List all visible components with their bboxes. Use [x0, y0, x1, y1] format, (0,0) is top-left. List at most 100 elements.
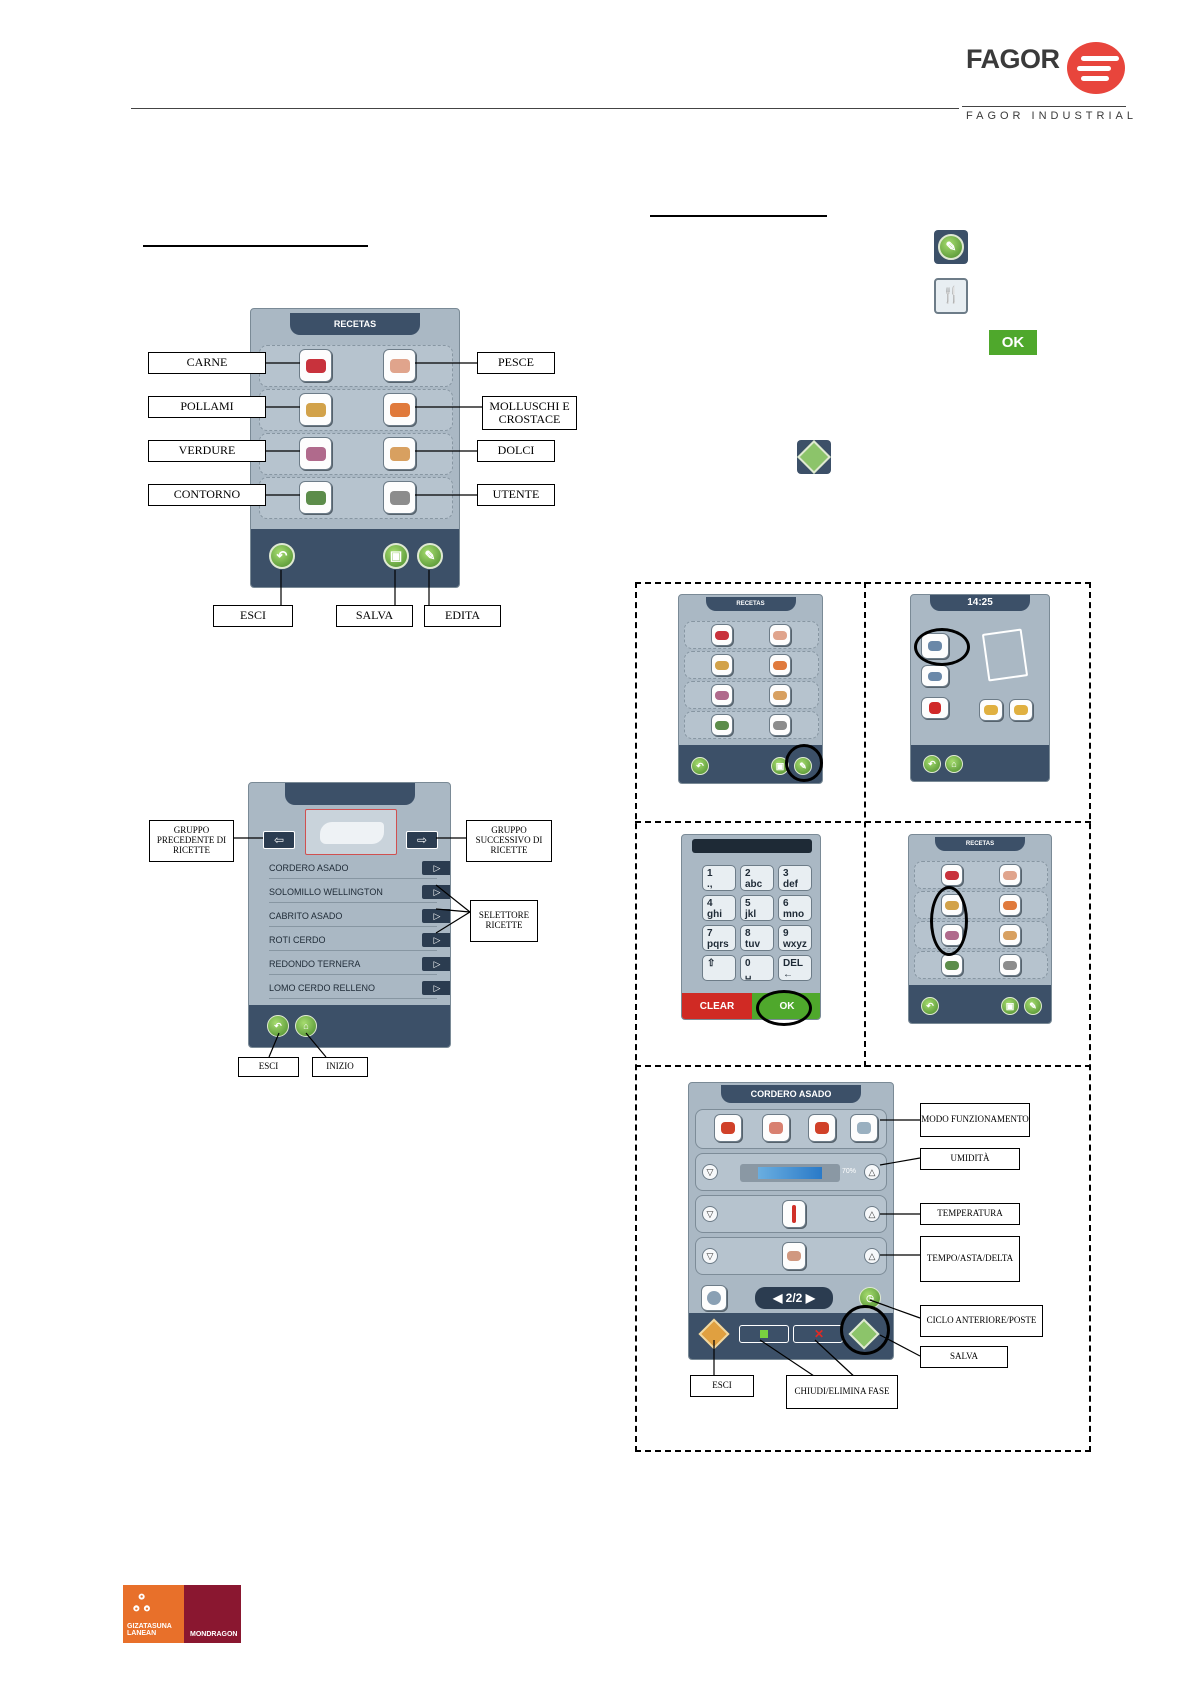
recipe-select-button[interactable]: ▷ [422, 933, 450, 947]
keypad-key[interactable]: DEL← [778, 955, 812, 981]
home-icon: ⌂ [303, 1021, 309, 1031]
mode-convection-button[interactable] [714, 1114, 742, 1142]
exit-button[interactable]: ↶ [691, 757, 709, 775]
mode-combi-button[interactable] [762, 1114, 790, 1142]
back-arrow-icon: ↶ [926, 1000, 934, 1011]
sides-category-button[interactable] [299, 481, 332, 514]
next-group-button[interactable]: ⇨ [406, 831, 438, 849]
key-secondary: ␣ [745, 969, 752, 980]
meat-category-button[interactable] [711, 624, 733, 646]
seafood-category-button[interactable] [769, 654, 791, 676]
user-category-button[interactable] [999, 954, 1021, 976]
clear-button[interactable]: CLEAR [682, 993, 752, 1019]
back-arrow-icon: ↶ [928, 758, 936, 769]
desserts-category-button[interactable] [999, 924, 1021, 946]
recipe-select-button[interactable]: ▷ [422, 909, 450, 923]
folder-open-button[interactable] [979, 699, 1003, 721]
mode-regen-button[interactable] [808, 1114, 836, 1142]
save-button[interactable]: ▣ [383, 543, 409, 569]
edit-button[interactable]: ✎ [417, 543, 443, 569]
key-secondary: wxyz [783, 939, 807, 950]
save-button[interactable]: ▣ [1001, 997, 1019, 1015]
humidity-down-button[interactable]: ▽ [702, 1164, 718, 1180]
fish-category-button[interactable] [769, 624, 791, 646]
label-inizio: INIZIO [312, 1057, 368, 1077]
text-entry-field[interactable] [692, 839, 812, 853]
mode-steam-button[interactable] [850, 1114, 878, 1142]
fish-category-button[interactable] [383, 349, 416, 382]
sides-category-button[interactable] [711, 714, 733, 736]
recipe-select-button[interactable]: ▷ [422, 885, 450, 899]
keypad-key[interactable]: ⇧ [702, 955, 736, 981]
arrow-right-icon: ⇨ [416, 833, 428, 847]
edit-button[interactable]: ✎ [1024, 997, 1042, 1015]
time-up-button[interactable]: △ [864, 1248, 880, 1264]
desserts-category-button[interactable] [769, 684, 791, 706]
recipe-list-row[interactable]: REDONDO TERNERA▷ [269, 953, 450, 975]
recipe-list-row[interactable]: CORDERO ASADO▷ [269, 857, 450, 879]
vegetables-category-button[interactable] [299, 437, 332, 470]
vegetables-category-button[interactable] [711, 684, 733, 706]
home-button[interactable]: ⌂ [945, 755, 963, 773]
label-temperature: TEMPERATURA [920, 1203, 1020, 1225]
recipe-row [684, 681, 819, 709]
exit-button[interactable]: ↶ [269, 543, 295, 569]
prev-group-button[interactable]: ⇦ [263, 831, 295, 849]
prev-phase-button[interactable]: ◀ [773, 1291, 783, 1305]
seafood-category-button[interactable] [999, 894, 1021, 916]
exit-button[interactable]: ↶ [921, 997, 939, 1015]
arrow-left-icon: ⇦ [273, 833, 285, 847]
probe-display [782, 1242, 806, 1270]
meat-category-button[interactable] [941, 864, 963, 886]
temperature-down-button[interactable]: ▽ [702, 1206, 718, 1222]
label-salva: SALVA [336, 605, 413, 627]
poultry-category-button[interactable] [299, 393, 332, 426]
logo-left-text: GIZATASUNA LANEAN [127, 1623, 172, 1637]
next-phase-button[interactable]: ▶ [805, 1291, 815, 1305]
back-arrow-icon: ↶ [696, 760, 704, 771]
fagor-logo-text: FAGOR [966, 44, 1060, 74]
temperature-up-button[interactable]: △ [864, 1206, 880, 1222]
pie-icon [389, 446, 410, 461]
desserts-category-button[interactable] [383, 437, 416, 470]
meat-category-button[interactable] [299, 349, 332, 382]
key-secondary: pqrs [707, 939, 729, 950]
recipe-list-row[interactable]: SOLOMILLO WELLINGTON▷ [269, 881, 450, 903]
recipe-list-row[interactable]: LOMO CERDO RELLENO▷ [269, 977, 450, 999]
home-button[interactable]: ⌂ [295, 1015, 317, 1037]
recipe-row [259, 345, 453, 387]
user-category-button[interactable] [383, 481, 416, 514]
meat-icon [305, 358, 326, 373]
exit-button[interactable]: ↶ [923, 755, 941, 773]
home-icon: ⌂ [951, 759, 957, 769]
poultry-category-button[interactable] [711, 654, 733, 676]
fish-category-button[interactable] [999, 864, 1021, 886]
delete-button[interactable] [921, 697, 949, 719]
folder-save-button[interactable] [1009, 699, 1033, 721]
recipe-select-button[interactable]: ▷ [422, 957, 450, 971]
section-underline-left [143, 245, 368, 247]
fan-button[interactable] [701, 1285, 727, 1311]
recipe-list-row[interactable]: CABRITO ASADO▷ [269, 905, 450, 927]
clock-icon: ◷ [866, 1292, 874, 1303]
recipe-list-row[interactable]: ROTI CERDO▷ [269, 929, 450, 951]
recipe-select-button[interactable]: ▷ [422, 861, 450, 875]
keypad-key[interactable]: 1., [702, 865, 736, 891]
seafood-category-button[interactable] [383, 393, 416, 426]
humidity-up-button[interactable]: △ [864, 1164, 880, 1180]
time-down-button[interactable]: ▽ [702, 1248, 718, 1264]
keypad-key[interactable]: 0␣ [740, 955, 774, 981]
recipe-select-button[interactable]: ▷ [422, 981, 450, 995]
cloche-question-icon [389, 490, 410, 505]
step1-recetas-screen: RECETAS ↶ ▣ ✎ [678, 594, 823, 784]
user-category-button[interactable] [769, 714, 791, 736]
key-secondary: mno [783, 909, 805, 920]
